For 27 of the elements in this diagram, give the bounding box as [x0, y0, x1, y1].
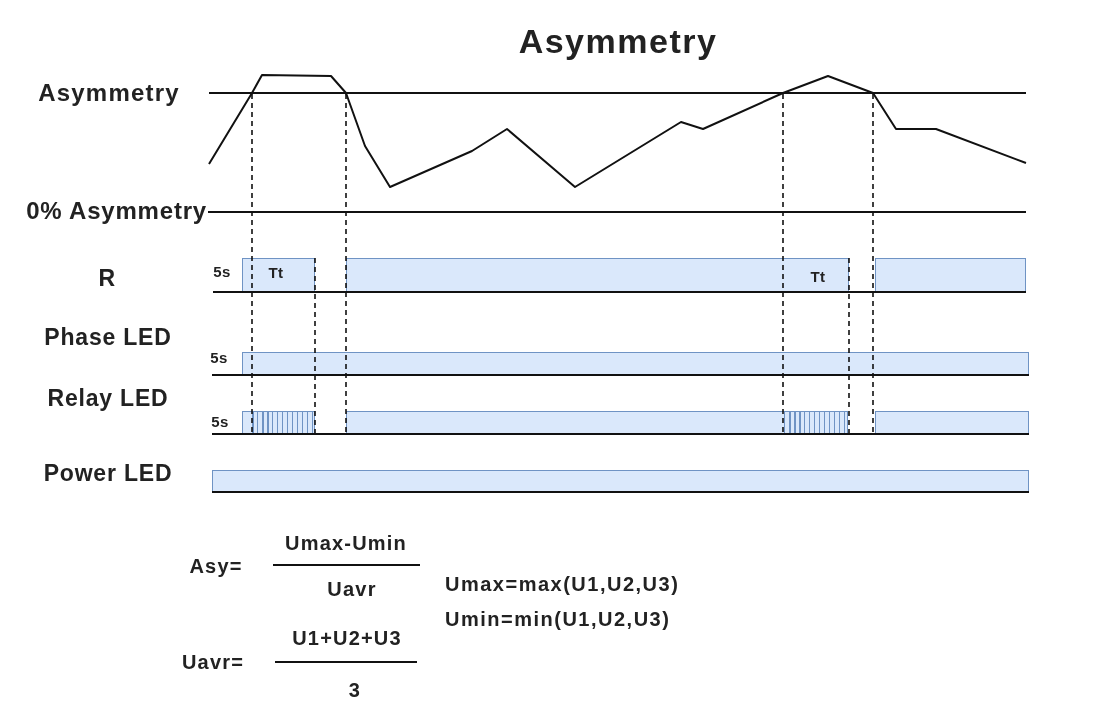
signal-bar: [346, 258, 849, 292]
formula-text: Umin=min(U1,U2,U3): [445, 609, 671, 629]
formula-text: Asy=: [189, 556, 243, 576]
duration-label: 5s: [211, 413, 229, 429]
formula-text: Uavr=: [181, 652, 245, 672]
level-label: Asymmetry: [38, 81, 180, 105]
signal-bar: [242, 258, 315, 292]
signal-bar: [212, 470, 1029, 492]
flashing-signal-bar: [346, 411, 848, 434]
formula-text: Uavr: [327, 579, 377, 599]
formula-text: Umax-Umin: [285, 533, 407, 553]
diagram-title: Asymmetry: [518, 24, 718, 58]
duration-label: 5s: [210, 349, 228, 365]
signal-bar: [875, 411, 1029, 434]
formula-text: 3: [348, 680, 362, 700]
bar-label: Tt: [268, 264, 284, 280]
signal-bar: [242, 352, 1029, 375]
signal-label: Power LED: [43, 461, 173, 485]
signal-label: R: [98, 266, 116, 290]
bar-label: Tt: [810, 268, 826, 284]
formula-text: Umax=max(U1,U2,U3): [445, 574, 680, 594]
duration-label: 5s: [213, 263, 231, 279]
signal-bar: [875, 258, 1026, 292]
formula-text: U1+U2+U3: [292, 628, 402, 648]
signal-label: Relay LED: [47, 386, 169, 410]
signal-label: Phase LED: [44, 325, 172, 349]
level-label: 0% Asymmetry: [26, 199, 207, 223]
